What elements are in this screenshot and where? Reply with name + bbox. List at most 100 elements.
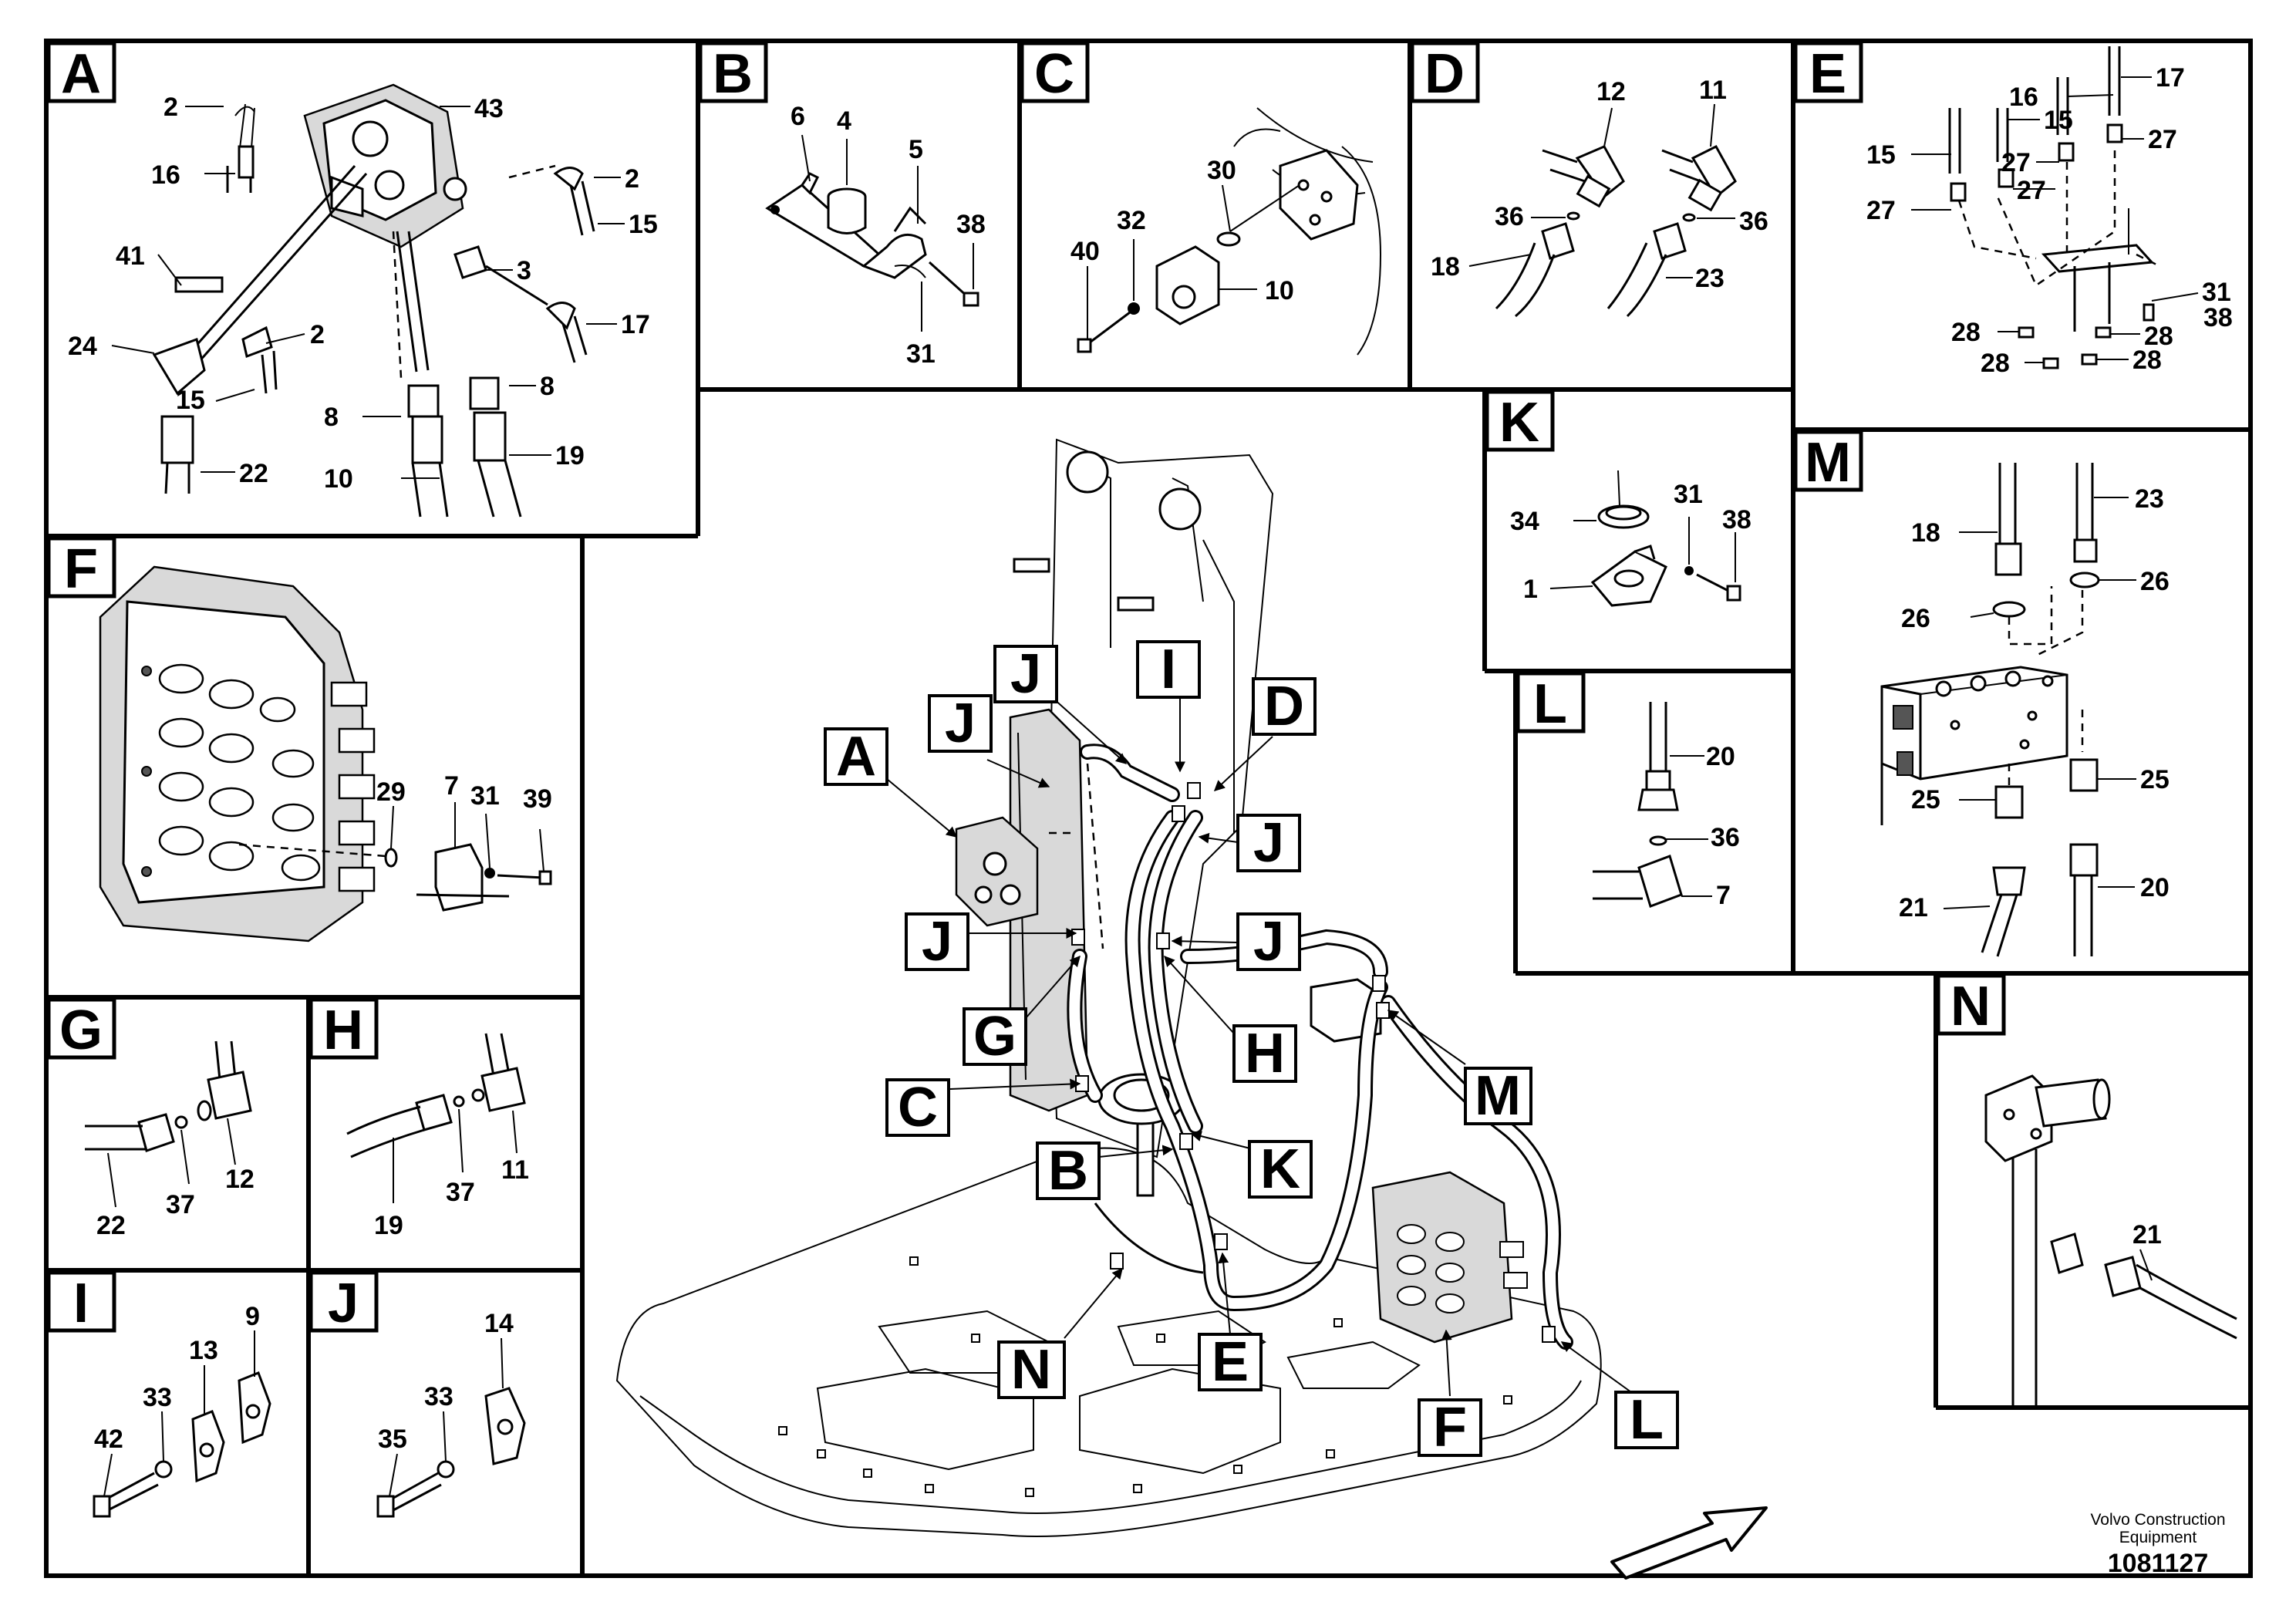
callout-label: J xyxy=(1010,643,1041,705)
callout-label: F xyxy=(1433,1397,1467,1458)
callout-label: H xyxy=(1245,1023,1285,1084)
main-valve-block-art xyxy=(99,565,552,943)
callout-label: L xyxy=(1630,1389,1664,1451)
panel-m: M xyxy=(1793,430,2170,957)
callout-label: N xyxy=(1011,1339,1051,1401)
panel-d: D 12 11 36 36 18 23 xyxy=(1410,41,1768,318)
part-label: 38 xyxy=(956,210,986,239)
part-label: 9 xyxy=(245,1302,260,1331)
part-label: 42 xyxy=(94,1425,123,1454)
panel-c: C 30 32 40 10 xyxy=(1020,41,1382,356)
callout-j-4: J xyxy=(905,911,969,973)
panel-borders xyxy=(44,39,2253,1578)
clamp-bolt-art xyxy=(93,1371,271,1518)
part-label: 37 xyxy=(166,1190,195,1219)
callout-g: G xyxy=(963,1006,1027,1067)
panel-f: F xyxy=(46,536,552,943)
part-label: 27 xyxy=(2001,148,2031,177)
control-valve-block-art xyxy=(152,83,595,518)
panel-l: L 20 36 7 xyxy=(1515,671,1740,910)
part-label: 29 xyxy=(376,777,406,807)
panel-b: B 6 4 5 38 31 xyxy=(698,41,986,369)
brand-line-1: Volvo Construction xyxy=(2090,1511,2225,1529)
panel-j-letter: J xyxy=(328,1273,359,1334)
callout-d: D xyxy=(1252,676,1317,737)
footer: Volvo Construction Equipment 1081127 xyxy=(2090,1511,2225,1578)
callout-label: A xyxy=(836,726,876,787)
part-label: 30 xyxy=(1207,156,1236,185)
part-label: 33 xyxy=(424,1382,453,1411)
part-label: 11 xyxy=(1699,76,1727,105)
panel-l-letter: L xyxy=(1533,673,1567,735)
part-label: 41 xyxy=(116,241,145,271)
part-label: 36 xyxy=(1739,207,1768,236)
panel-i-letter: I xyxy=(73,1273,89,1334)
part-label: 16 xyxy=(2009,83,2038,112)
callout-b: B xyxy=(1036,1140,1101,1202)
part-label: 31 xyxy=(470,781,500,811)
callout-label: C xyxy=(898,1077,938,1138)
part-label: 31 xyxy=(906,339,936,369)
callout-h: H xyxy=(1232,1023,1297,1084)
part-label: 24 xyxy=(68,332,97,361)
callout-l: L xyxy=(1614,1389,1679,1451)
panel-k: K 34 31 38 1 xyxy=(1485,389,1752,607)
part-label: 5 xyxy=(909,135,923,164)
document-number: 1081127 xyxy=(2108,1549,2209,1578)
panel-e: E xyxy=(1793,41,2233,378)
callout-f: F xyxy=(1418,1397,1482,1458)
callout-label: J xyxy=(945,693,976,754)
part-label: 26 xyxy=(1901,604,1930,633)
panel-a: A xyxy=(46,41,658,518)
part-label: 17 xyxy=(621,310,650,339)
callout-label: J xyxy=(922,911,952,973)
callout-j-2: J xyxy=(928,693,993,754)
part-label: 13 xyxy=(189,1336,218,1365)
direction-arrow xyxy=(1610,1506,1768,1580)
part-label: 12 xyxy=(225,1165,255,1194)
part-label: 10 xyxy=(324,464,353,494)
part-label: 28 xyxy=(2132,346,2162,375)
panel-d-letter: D xyxy=(1424,43,1465,105)
part-label: 28 xyxy=(1981,349,2010,378)
callout-m: M xyxy=(1464,1065,1532,1127)
part-label: 26 xyxy=(2140,567,2170,596)
part-label: 11 xyxy=(501,1155,529,1185)
callout-a: A xyxy=(824,726,888,787)
elbow-hose-art xyxy=(85,1040,252,1152)
grommet-plate-art xyxy=(1590,470,1741,607)
part-label: 16 xyxy=(151,160,180,190)
callout-label: K xyxy=(1260,1138,1300,1200)
panel-k-letter: K xyxy=(1499,392,1539,454)
panel-a-letter-box xyxy=(46,41,116,103)
part-label: 23 xyxy=(1695,264,1725,293)
callout-n: N xyxy=(997,1339,1066,1401)
part-label: 2 xyxy=(310,320,325,349)
panel-m-letter: M xyxy=(1805,432,1851,494)
tee-fitting-art xyxy=(1984,1074,2237,1408)
part-label: 38 xyxy=(1722,505,1752,534)
part-label: 19 xyxy=(374,1211,403,1240)
part-label: 12 xyxy=(1596,77,1626,106)
part-label: 14 xyxy=(484,1309,514,1338)
part-label: 19 xyxy=(555,441,585,470)
part-label: 27 xyxy=(2148,125,2177,154)
brand-line-2: Equipment xyxy=(2119,1529,2197,1546)
part-label: 25 xyxy=(2140,765,2170,794)
callout-label: G xyxy=(973,1006,1017,1067)
callout-c: C xyxy=(885,1077,950,1138)
panel-n-letter: N xyxy=(1950,976,1991,1037)
part-label: 40 xyxy=(1070,237,1100,266)
callout-label: I xyxy=(1161,639,1176,700)
part-label: 28 xyxy=(2144,322,2173,351)
part-label: 39 xyxy=(523,784,552,814)
part-label: 7 xyxy=(1716,881,1731,910)
panel-n: N 21 xyxy=(1936,973,2237,1408)
part-label: 31 xyxy=(2202,278,2231,307)
part-label: 8 xyxy=(324,403,339,432)
part-label: 20 xyxy=(2140,873,2170,902)
part-label: 36 xyxy=(1495,202,1524,231)
panel-e-letter: E xyxy=(1809,43,1846,105)
callout-i: I xyxy=(1136,639,1201,700)
callout-j-3: J xyxy=(1236,812,1301,874)
